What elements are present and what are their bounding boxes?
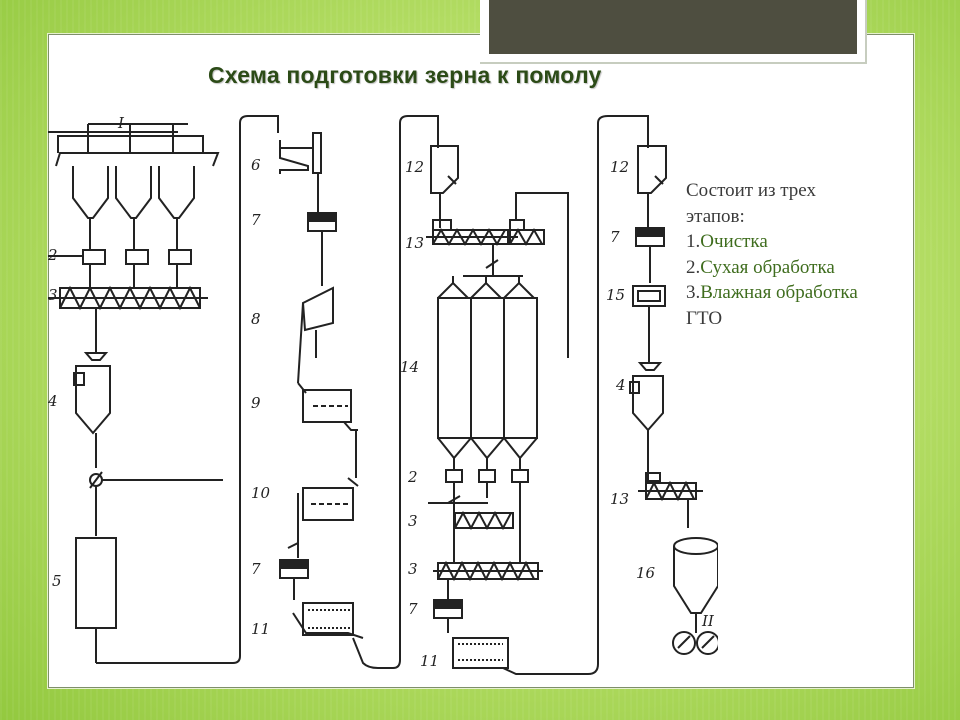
label-c2-11: 11 — [251, 620, 270, 638]
bunker-12b — [637, 145, 667, 194]
label-c3-3b: 3 — [408, 560, 418, 578]
silo-5 — [75, 537, 117, 629]
item-text: Влажная обработка — [700, 282, 858, 303]
label-output: II — [701, 612, 715, 630]
label-c2-9: 9 — [251, 394, 261, 412]
label-c1-3: 3 — [48, 286, 58, 304]
label-c3-14: 14 — [400, 358, 419, 376]
silo-14c — [503, 297, 538, 439]
label-c4-16: 16 — [636, 564, 656, 582]
list-item: 3.Влажная обработка — [686, 280, 911, 306]
item-number: 2. — [686, 256, 701, 278]
label-c4-13: 13 — [610, 490, 629, 508]
label-c4-15: 15 — [606, 286, 625, 304]
label-c2-7b: 7 — [251, 560, 261, 578]
screw-conveyor-3a — [454, 512, 514, 529]
label-c4-4: 4 — [615, 376, 626, 394]
roll-right — [696, 631, 718, 655]
machine-6 — [312, 132, 322, 174]
label-c3-11: 11 — [420, 652, 439, 670]
label-c3-12: 12 — [405, 158, 424, 176]
footer-line: ГТО — [686, 307, 723, 329]
machine-10 — [302, 487, 354, 521]
label-c2-6: 6 — [251, 156, 261, 174]
hopper-bank — [55, 135, 220, 219]
feeder-1 — [82, 249, 106, 265]
label-c4-7: 7 — [610, 228, 620, 246]
bunker-12 — [430, 145, 459, 194]
machine-9 — [302, 389, 352, 423]
list-item: 1.Очистка — [686, 229, 911, 255]
washer-11b — [452, 637, 509, 669]
description-list: Состоит из трех этапов: 1.Очистка 2.Суха… — [686, 178, 911, 331]
washer-11a — [302, 602, 354, 636]
item-text: Сухая обработка — [700, 256, 835, 278]
intro-line-2: этапов: — [686, 205, 745, 227]
silo-14-top — [437, 281, 469, 299]
slide-title: Схема подготовки зерна к помолу — [208, 62, 602, 88]
title-decoration-box — [489, 0, 857, 54]
machine-8 — [301, 286, 334, 332]
bin-16-top — [673, 537, 718, 555]
label-c3-7: 7 — [408, 600, 418, 618]
silo-14b — [470, 297, 505, 439]
feeder-2 — [125, 249, 149, 265]
intro-line-1: Состоит из трех — [686, 180, 816, 201]
silo-14a — [437, 297, 472, 439]
label-input: I — [117, 114, 125, 132]
label-c4-12: 12 — [610, 158, 629, 176]
label-c1-2: 2 — [48, 246, 58, 264]
bin-16 — [673, 546, 718, 614]
label-c3-2: 2 — [407, 468, 418, 486]
list-item: 2.Сухая обработка — [686, 255, 911, 281]
roll-left — [672, 631, 696, 655]
feeder-3 — [168, 249, 192, 265]
separator-4b — [632, 375, 664, 432]
item-text: Очистка — [700, 231, 768, 252]
label-c2-8: 8 — [251, 310, 261, 328]
label-c2-7a: 7 — [251, 211, 261, 229]
separator-4 — [75, 365, 111, 435]
item-number: 3. — [686, 282, 701, 303]
label-c3-13: 13 — [405, 234, 424, 252]
label-c1-5: 5 — [52, 572, 62, 590]
label-c3-3a: 3 — [408, 512, 418, 530]
process-diagram: I 2 3 4 5 6 7 8 9 10 7 11 12 13 14 2 3 3… — [48, 114, 718, 675]
label-c2-10: 10 — [251, 484, 271, 502]
label-c1-4: 4 — [48, 392, 58, 410]
item-number: 1. — [686, 231, 701, 252]
